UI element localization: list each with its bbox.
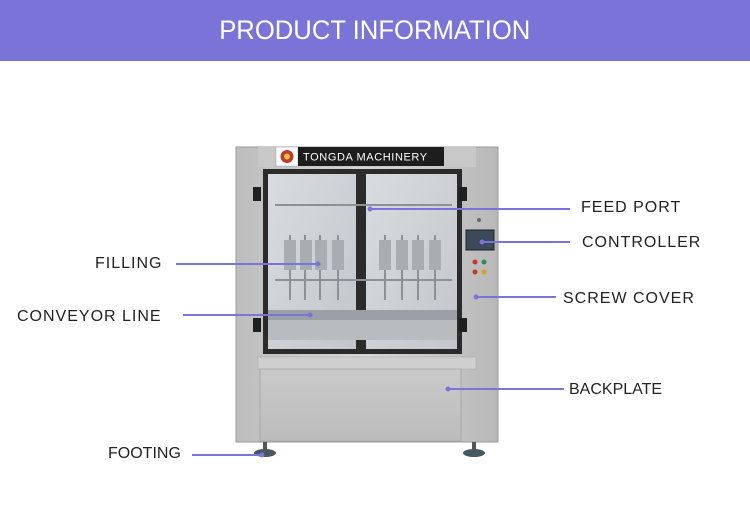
brand-name: TONGDA MACHINERY <box>303 152 428 164</box>
machine-feet <box>254 442 485 457</box>
label-conveyor-line: CONVEYOR LINE <box>17 308 162 325</box>
label-screw-cover: SCREW COVER <box>563 290 695 307</box>
header-banner: PRODUCT INFORMATION <box>0 0 750 61</box>
leader-dots <box>259 206 485 458</box>
backplate-panel <box>259 368 462 442</box>
label-footing: FOOTING <box>108 445 181 462</box>
brand-plate <box>298 147 444 166</box>
conveyor-belt <box>268 310 457 320</box>
label-filling: FILLING <box>95 255 163 272</box>
page-title: PRODUCT INFORMATION <box>219 15 531 45</box>
filling-heads <box>284 240 441 270</box>
door-hinges <box>253 187 467 332</box>
label-feed-port: FEED PORT <box>581 199 682 216</box>
control-screen <box>465 229 495 251</box>
leader-lines <box>176 208 570 456</box>
label-controller: CONTROLLER <box>582 234 702 251</box>
label-backplate: BACKPLATE <box>569 381 663 398</box>
